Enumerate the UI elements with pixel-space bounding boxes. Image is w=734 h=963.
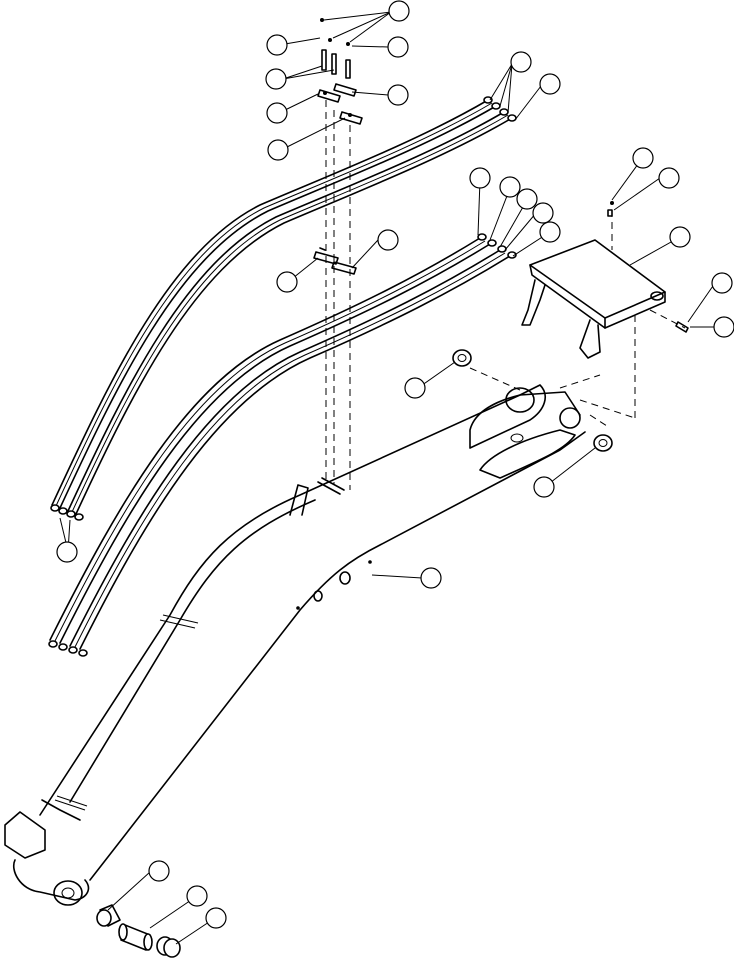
boom-arm (4, 384, 586, 906)
callout-7 (267, 139, 289, 161)
callout-9 (539, 73, 561, 95)
callout-23 (533, 476, 555, 498)
callout-22 (404, 377, 426, 399)
upper-hose-bundle (50, 96, 517, 521)
pin-foot (118, 923, 153, 951)
bushing-foot-2 (156, 936, 181, 958)
hose-clamp-upper (317, 83, 363, 125)
callout-1 (388, 0, 410, 22)
callout-13 (532, 202, 554, 224)
bushing-right (593, 434, 613, 452)
lower-hose-bundle (48, 233, 517, 657)
callout-21 (713, 316, 734, 338)
callout-14 (539, 221, 561, 243)
callout-16 (276, 271, 298, 293)
clamp-bolts (320, 18, 351, 79)
leader-lines (59, 11, 716, 945)
hose-clamp-lower (313, 247, 357, 275)
callout-20 (711, 272, 733, 294)
callout-8 (510, 51, 532, 73)
callout-6 (387, 84, 409, 106)
callout-3 (387, 36, 409, 58)
callout-5 (266, 102, 288, 124)
callout-24 (56, 541, 78, 563)
callout-18 (658, 167, 680, 189)
callout-12 (516, 188, 538, 210)
assembly-lines (325, 100, 686, 490)
bushing-upper (452, 349, 472, 367)
callout-19 (669, 226, 691, 248)
callout-17 (632, 147, 654, 169)
callout-28 (205, 907, 227, 929)
bushing-foot-1 (96, 904, 121, 927)
callout-2 (266, 34, 288, 56)
callout-27 (186, 885, 208, 907)
callout-26 (148, 860, 170, 882)
callouts (56, 0, 734, 929)
callout-11 (499, 176, 521, 198)
callout-10 (469, 167, 491, 189)
cover-plate (521, 201, 689, 359)
callout-15 (377, 229, 399, 251)
callout-4 (265, 68, 287, 90)
callout-25 (420, 567, 442, 589)
